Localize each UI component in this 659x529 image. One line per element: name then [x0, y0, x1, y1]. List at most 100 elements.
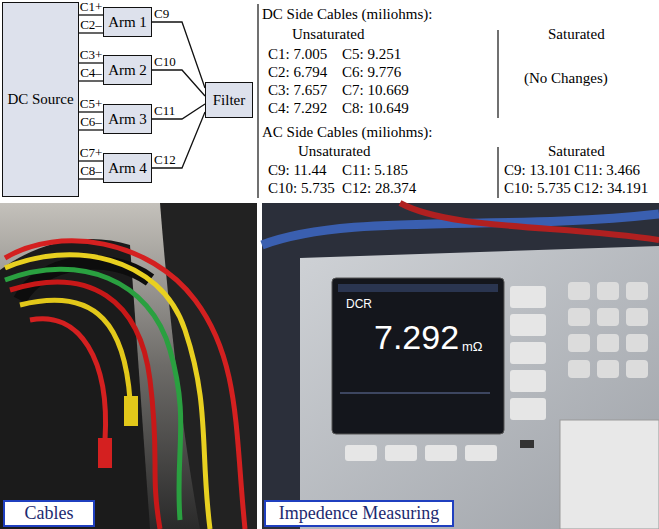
key	[568, 334, 590, 352]
key	[597, 360, 619, 378]
soft-key	[510, 314, 546, 336]
cable-label: C8–	[80, 164, 102, 178]
keypad	[568, 282, 648, 378]
cable-label: C5+	[80, 97, 103, 111]
table-note: (No Changes)	[524, 70, 608, 87]
cable-line	[79, 14, 103, 15]
red-cable	[5, 241, 245, 529]
table-cell: C1: 7.005	[268, 46, 327, 63]
cable-line	[79, 160, 103, 161]
cable-label: C10	[154, 55, 176, 69]
key	[626, 282, 648, 300]
table-cell: C9: 11.44	[268, 162, 327, 179]
soft-key	[425, 445, 457, 461]
cable-label: C3+	[80, 48, 103, 62]
screen-reading: 7.292	[374, 318, 459, 357]
column-heading: Unsaturated	[298, 143, 370, 160]
cable-line	[79, 80, 103, 81]
key	[568, 360, 590, 378]
table-cell: C11: 5.185	[342, 162, 408, 179]
soft-key	[510, 370, 546, 392]
meter-body	[300, 246, 659, 529]
filter-box: Filter	[205, 82, 253, 118]
arm-box: Arm 4	[103, 153, 152, 183]
cable-line	[152, 70, 205, 96]
table-heading: DC Side Cables (miliohms):	[262, 6, 432, 23]
node-text: Arm 3	[108, 111, 147, 128]
separator-line	[497, 147, 498, 198]
cable-label: C4–	[80, 66, 102, 80]
column-heading: Saturated	[548, 26, 605, 43]
cable-line	[152, 112, 205, 168]
key	[597, 282, 619, 300]
table-cell: C5: 9.251	[342, 46, 401, 63]
soft-key	[345, 445, 377, 461]
node-text: Arm 1	[108, 14, 147, 31]
photo-background	[0, 203, 257, 529]
source-box: DC Source	[2, 2, 79, 197]
table-cell: C4: 7.292	[268, 100, 327, 117]
cable-line	[79, 111, 103, 112]
table-cell: C12: 28.374	[342, 180, 416, 197]
screen-mode: DCR	[346, 298, 372, 312]
screen-unit: mΩ	[462, 340, 483, 355]
column-heading: Saturated	[548, 143, 605, 160]
screen-header	[338, 284, 498, 292]
key	[568, 308, 590, 326]
cable-label: C6–	[80, 115, 102, 129]
table-cell: C11: 3.466	[574, 162, 640, 179]
table-cell: C2: 6.794	[268, 64, 327, 81]
usb-port	[520, 440, 534, 448]
soft-key	[510, 398, 546, 420]
cable-line	[152, 22, 205, 88]
key	[597, 334, 619, 352]
arm-box: Arm 1	[103, 7, 152, 37]
arm-box: Arm 3	[103, 104, 152, 134]
cable-line	[152, 104, 205, 119]
separator-line	[497, 30, 498, 118]
soft-key	[465, 445, 497, 461]
cable-line	[79, 32, 103, 33]
cable-label: C2–	[80, 18, 102, 32]
cable-line	[79, 62, 103, 63]
screen-rule	[340, 392, 490, 394]
soft-key	[510, 286, 546, 308]
key	[568, 282, 590, 300]
test-fixture	[560, 420, 659, 529]
node-text: Arm 4	[108, 160, 147, 177]
meter-screen	[332, 278, 504, 434]
red-cable	[10, 282, 160, 529]
photo-background	[262, 203, 659, 529]
node-text: Filter	[213, 92, 246, 109]
yellow-cable	[5, 255, 210, 529]
key	[626, 334, 648, 352]
table-cell: C10: 5.735	[504, 180, 571, 197]
table-cell: C6: 9.776	[342, 64, 401, 81]
node-text: Arm 2	[108, 62, 147, 79]
cable-line	[79, 129, 103, 130]
red-cable	[400, 203, 659, 240]
separator-line	[257, 4, 258, 198]
red-cable	[30, 319, 106, 440]
soft-key	[510, 342, 546, 364]
table-cell: C8: 10.649	[342, 100, 409, 117]
photo-caption-box: Impedence Measuring	[264, 500, 454, 527]
cable-label: C12	[154, 153, 176, 167]
soft-key	[385, 445, 417, 461]
table-cell: C3: 7.657	[268, 82, 327, 99]
key	[626, 360, 648, 378]
table-heading: AC Side Cables (miliohms):	[262, 124, 432, 141]
table-cell: C12: 34.191	[574, 180, 648, 197]
cable-label: C1+	[80, 0, 103, 14]
key	[597, 308, 619, 326]
table-cell: C9: 13.101	[504, 162, 571, 179]
yellow-cable	[20, 300, 130, 400]
cable-plug	[124, 396, 138, 426]
cable-label: C11	[154, 104, 175, 118]
node-text: DC Source	[7, 91, 73, 108]
cable-plug	[98, 438, 112, 468]
photo-caption-box: Cables	[3, 500, 95, 527]
cable-line	[79, 178, 103, 179]
key	[626, 308, 648, 326]
